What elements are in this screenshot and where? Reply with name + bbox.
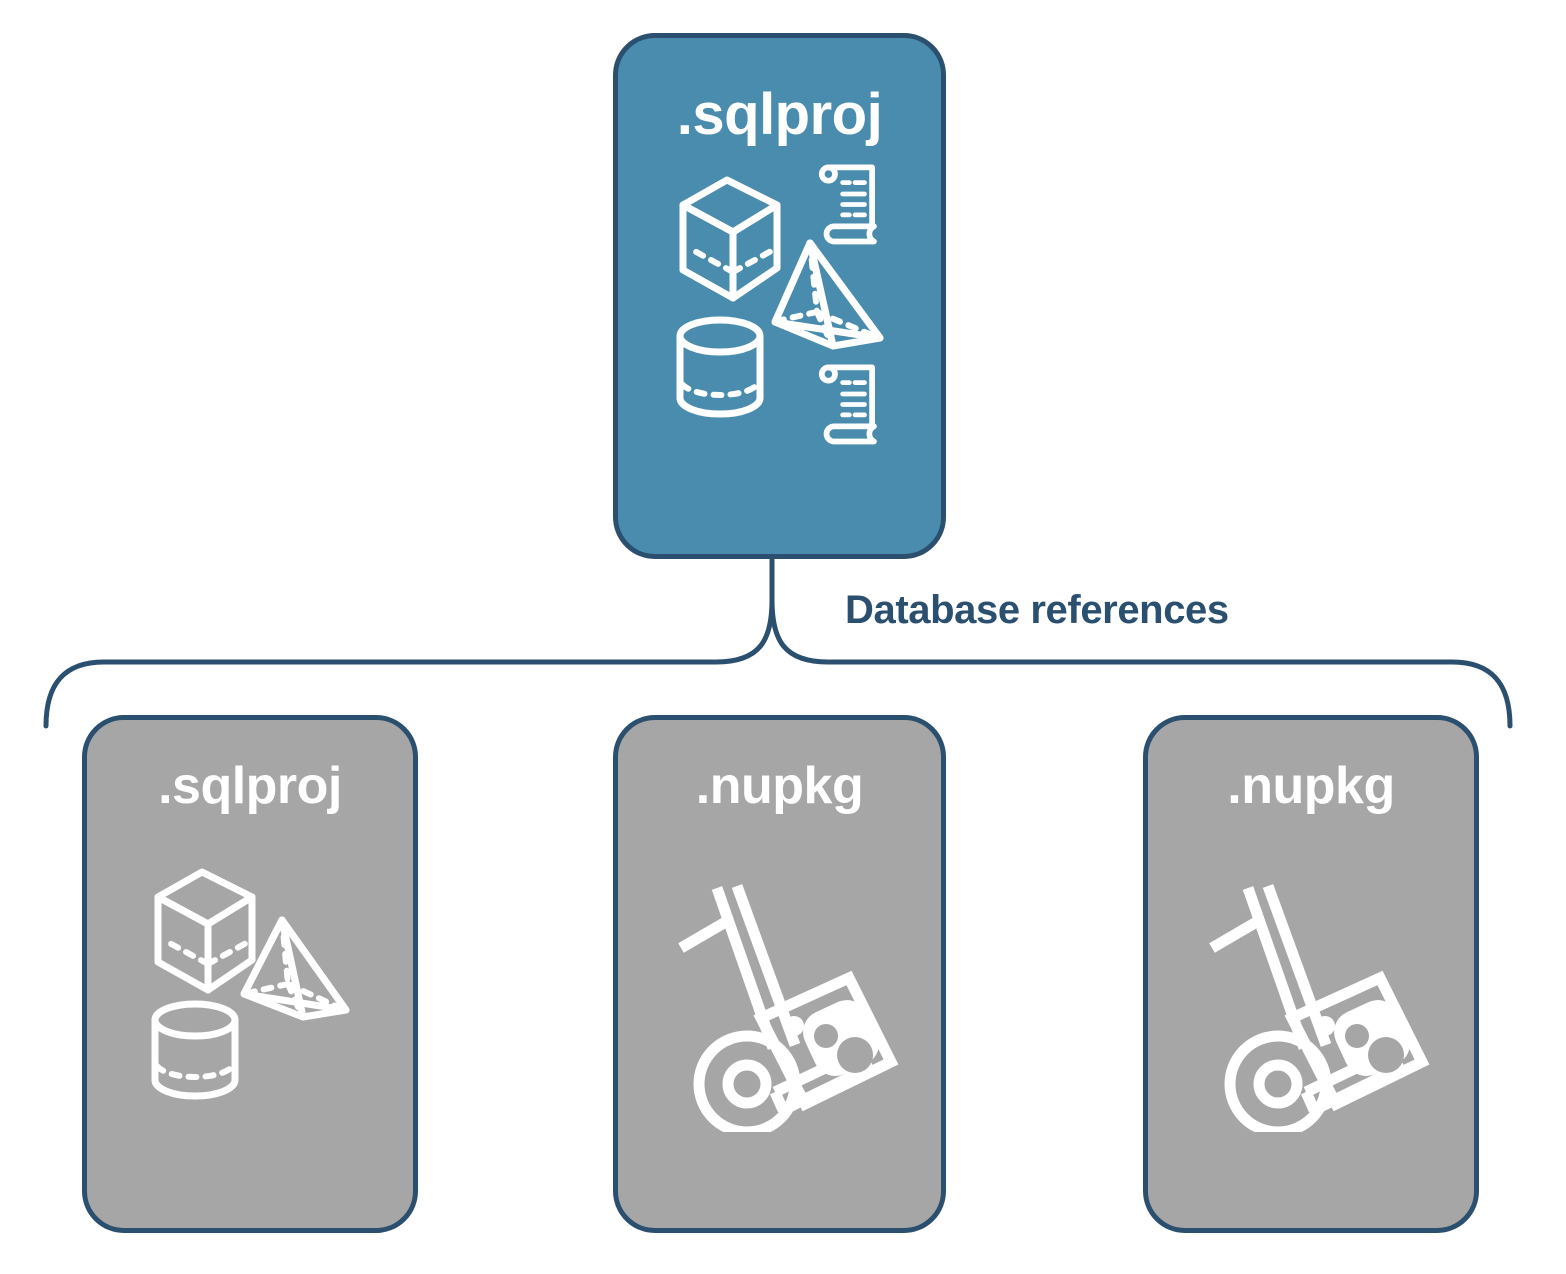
sqlproj-icon-group <box>151 868 350 1100</box>
root-icon-group <box>676 164 883 445</box>
node-reference-nupkg-2[interactable]: .nupkg <box>1143 715 1479 1233</box>
cube-icon <box>679 176 780 302</box>
node-reference-artwork <box>87 812 413 1228</box>
script-scroll-icon <box>818 364 877 445</box>
node-root-sqlproj[interactable]: .sqlproj <box>613 33 946 559</box>
nuget-glyph-dot <box>1315 1016 1335 1036</box>
pyramid-icon <box>240 916 350 1021</box>
node-reference-label: .nupkg <box>695 757 864 815</box>
node-reference-label: .nupkg <box>1227 757 1395 815</box>
cylinder-icon <box>676 316 763 418</box>
brace-path <box>43 557 1513 729</box>
node-reference-label: .sqlproj <box>158 757 342 815</box>
pyramid-icon <box>771 239 883 350</box>
cube-icon <box>154 868 256 994</box>
nuget-glyph-holes <box>813 1024 873 1073</box>
nuget-glyph-dot <box>783 1016 804 1036</box>
script-scroll-icon <box>818 164 877 245</box>
nuget-glyph-holes <box>1345 1024 1404 1073</box>
node-root-artwork <box>618 144 941 554</box>
connector-label: Database references <box>845 588 1229 632</box>
hand-truck-package-icon <box>677 884 898 1132</box>
node-root-label: .sqlproj <box>676 82 883 147</box>
node-reference-sqlproj[interactable]: .sqlproj <box>82 715 418 1233</box>
cylinder-icon <box>151 1000 239 1100</box>
node-reference-artwork <box>1148 812 1474 1228</box>
node-reference-artwork <box>618 812 941 1228</box>
node-reference-nupkg-1[interactable]: .nupkg <box>613 715 946 1233</box>
hand-truck-package-icon <box>1209 884 1430 1132</box>
